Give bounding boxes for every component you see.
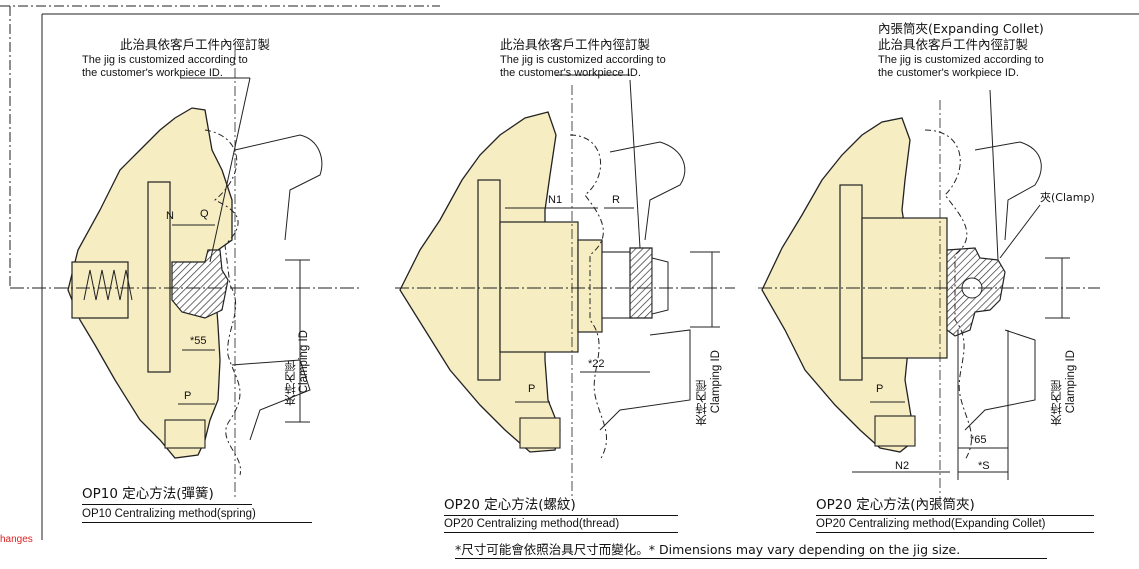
caption-zh: OP20 定心方法(螺紋) <box>444 497 678 516</box>
dim-65: *65 <box>970 434 987 446</box>
note-zh: 此治具依客戶工件內徑訂製 <box>120 37 271 52</box>
collet-label: 內張筒夾(Expanding Collet) <box>878 21 1044 36</box>
dim-p: P <box>876 383 884 395</box>
fixture-plate <box>477 179 501 381</box>
note-en-line2: the customer's workpiece ID. <box>500 67 641 79</box>
caption-en: OP20 Centralizing method(thread) <box>444 518 678 534</box>
panel-op20-collet-drawing <box>761 89 1070 480</box>
note-en-line1: The jig is customized according to <box>500 54 666 66</box>
fixture-cylinder <box>499 221 579 353</box>
adapter <box>601 251 633 319</box>
thread-nut-hatched <box>629 247 653 319</box>
footnote: *尺寸可能會依照治具尺寸而變化。* Dimensions may vary de… <box>455 542 1047 560</box>
dim-n1: N1 <box>548 194 563 206</box>
panel-op10-drawing <box>67 77 323 476</box>
clamp-id-en: Clamping ID <box>298 330 310 394</box>
dim-r: R <box>612 194 620 206</box>
caption-en: OP20 Centralizing method(Expanding Colle… <box>816 518 1094 534</box>
dim-p: P <box>528 383 536 395</box>
caption-zh: OP10 定心方法(彈簧) <box>82 486 252 505</box>
wheel-profile <box>609 141 686 241</box>
fixture-hub <box>71 261 129 319</box>
clamp-jaw <box>164 419 206 449</box>
caption-zh: OP20 定心方法(內張筒夾) <box>816 497 1094 516</box>
note-en-line1: The jig is customized according to <box>878 54 1044 66</box>
note-en-line1: The jig is customized according to <box>82 54 248 66</box>
clamp-id-zh: 夾持內徑 <box>1049 380 1063 426</box>
dim-n: N <box>166 210 174 222</box>
dim-22: *22 <box>588 358 605 370</box>
fixture-plate <box>147 181 171 373</box>
note-en-line2: the customer's workpiece ID. <box>82 67 223 79</box>
clamp-id-en: Clamping ID <box>1065 350 1077 414</box>
dim-55: *55 <box>190 335 207 347</box>
note-zh: 此治具依客戶工件內徑訂製 <box>878 37 1029 52</box>
wheel-profile <box>974 141 1042 241</box>
dim-p: P <box>184 390 192 402</box>
wheel-profile <box>234 134 323 241</box>
clamp-id-zh: 夾持內徑 <box>283 360 297 406</box>
spring <box>83 269 133 301</box>
clamp-jaw <box>874 415 916 447</box>
clamp-id-zh: 夾持內徑 <box>694 380 708 426</box>
dim-s: *S <box>978 460 990 472</box>
clamp-jaw <box>519 417 561 449</box>
panel-op20-thread-drawing <box>399 74 720 461</box>
side-note: hanges <box>0 534 33 545</box>
note-zh: 此治具依客戶工件內徑訂製 <box>500 37 651 52</box>
clamp-callout: 夾(Clamp) <box>1040 191 1095 204</box>
dim-q: Q <box>200 208 209 220</box>
dim-n2: N2 <box>895 460 910 472</box>
frame-border <box>41 13 1139 540</box>
note-en-line2: the customer's workpiece ID. <box>878 67 1019 79</box>
clamp-id-en: Clamping ID <box>710 350 722 414</box>
frame-dashdot <box>0 5 440 288</box>
centering-hub-hatched <box>171 249 229 319</box>
fixture-plate <box>839 184 863 381</box>
caption-en: OP10 Centralizing method(spring) <box>82 508 312 524</box>
workpiece-outline <box>924 129 972 461</box>
workpiece-outline <box>569 134 607 461</box>
workpiece-outline <box>204 129 241 476</box>
